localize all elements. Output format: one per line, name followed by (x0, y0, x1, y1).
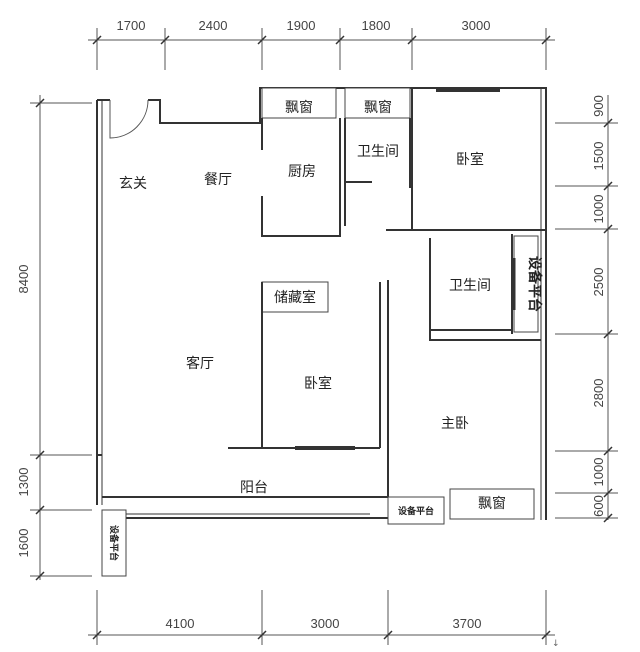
bay-window-bath (344, 87, 411, 119)
right-dim-6: 1000 (591, 458, 606, 487)
top-dim-3: 1900 (287, 18, 316, 33)
label-bay-window-kitchen: 飘窗 (285, 99, 313, 116)
right-dim-5: 2800 (591, 379, 606, 408)
label-equipment-platform-right: 设备平台 (526, 256, 543, 312)
corner-mark: ↓ (552, 639, 560, 649)
top-dim-2: 2400 (199, 18, 228, 33)
bay-window-kitchen (261, 87, 337, 119)
equipment-platform-left-box (101, 509, 127, 577)
label-bathroom-1: 卫生间 (357, 144, 399, 160)
label-bathroom-2: 卫生间 (449, 278, 491, 294)
right-dim-4: 2500 (591, 268, 606, 297)
bottom-dim-3: 3700 (453, 616, 482, 631)
label-living: 客厅 (186, 355, 214, 372)
equipment-platform-right-box (513, 235, 539, 333)
label-bedroom-1: 卧室 (456, 151, 484, 168)
left-dim-2: 1300 (16, 468, 31, 497)
walls (96, 87, 547, 577)
right-dim-2: 1500 (591, 142, 606, 171)
top-dimension-line: 1700 2400 1900 1800 3000 (88, 18, 555, 70)
label-bedroom-2: 卧室 (304, 375, 332, 392)
bay-window-master (449, 488, 535, 520)
right-dim-1: 900 (591, 95, 606, 117)
left-dim-3: 1600 (16, 529, 31, 558)
right-dim-3: 1000 (591, 195, 606, 224)
bottom-dim-2: 3000 (311, 616, 340, 631)
label-equipment-platform-bottom: 设备平台 (398, 505, 434, 517)
storage-room-box (261, 281, 329, 313)
bottom-dim-1: 4100 (166, 616, 195, 631)
left-dim-1: 8400 (16, 265, 31, 294)
left-dimension-line: 8400 1300 1600 (16, 95, 92, 581)
label-master-bedroom: 主卧 (441, 416, 469, 432)
right-dim-7: 600 (591, 495, 606, 517)
bottom-dimension-line: 4100 3000 3700 ↓ (88, 590, 560, 649)
top-dim-4: 1800 (362, 18, 391, 33)
label-balcony: 阳台 (240, 480, 268, 496)
right-dimension-line: 900 1500 1000 2500 2800 1000 600 (555, 95, 618, 523)
equipment-platform-bottom-box (387, 496, 445, 525)
label-bay-window-bath: 飘窗 (364, 99, 392, 116)
label-equipment-platform-left: 设备平台 (108, 525, 120, 561)
room-labels: 玄关 餐厅 厨房 飘窗 飘窗 卫生间 卧室 卫生间 设备平台 储藏室 客厅 卧室… (108, 99, 543, 561)
label-bay-window-master: 飘窗 (478, 495, 506, 512)
label-dining: 餐厅 (204, 172, 232, 188)
top-dim-5: 3000 (462, 18, 491, 33)
entrance-door-swing (109, 99, 149, 139)
label-entrance: 玄关 (119, 175, 147, 192)
label-storage: 储藏室 (274, 289, 316, 306)
label-kitchen: 厨房 (288, 164, 316, 180)
top-dim-1: 1700 (117, 18, 146, 33)
